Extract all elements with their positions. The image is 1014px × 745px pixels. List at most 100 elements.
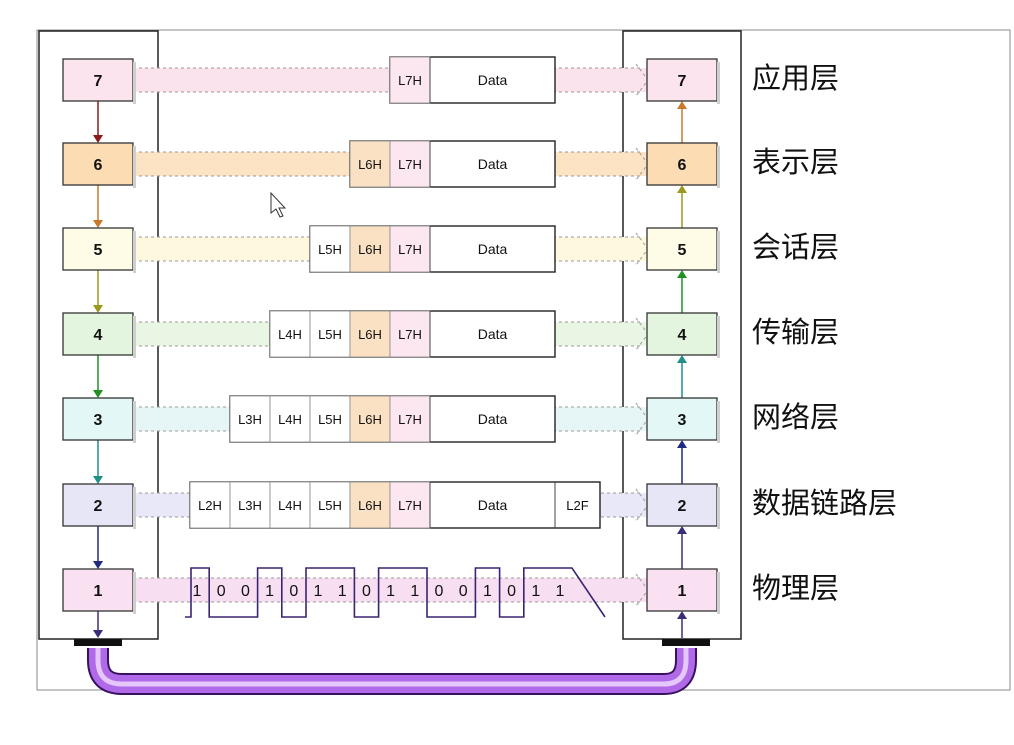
header-label: L6H — [358, 157, 382, 172]
right-layer-2-box — [646, 483, 718, 527]
header-cell-L5H — [309, 225, 351, 273]
header-cell-L7H — [389, 481, 431, 529]
left-layer-number: 5 — [94, 242, 103, 259]
bit-value: 1 — [265, 583, 274, 600]
mouse-cursor-icon — [270, 191, 287, 218]
header-cell-L4H — [269, 310, 311, 358]
header-label: L5H — [318, 498, 342, 513]
physical-cable — [74, 639, 710, 695]
bit-value: 1 — [338, 583, 347, 600]
bit-value: 0 — [362, 583, 371, 600]
box-shadow — [133, 572, 136, 614]
left-layer-5-box — [62, 227, 134, 271]
left-port — [74, 639, 122, 646]
left-layer-number: 4 — [94, 327, 103, 344]
right-layer-number: 2 — [678, 498, 687, 515]
box-shadow — [133, 146, 136, 188]
box-shadow — [133, 401, 136, 443]
bit-value: 1 — [531, 583, 540, 600]
header-cell-L7H — [389, 310, 431, 358]
right-layer-3-box — [646, 397, 718, 441]
header-label: L7H — [398, 327, 422, 342]
right-layer-5-box — [646, 227, 718, 271]
left-layer-4-box — [62, 312, 134, 356]
left-down-arrowhead — [93, 476, 103, 484]
layer-1-peer-band — [133, 578, 648, 602]
right-port — [662, 639, 710, 646]
header-label: L7H — [398, 498, 422, 513]
box-shadow — [717, 231, 720, 273]
header-label: L2H — [198, 498, 222, 513]
right-up-arrowhead — [677, 355, 687, 363]
layer-5-pdu: L5H L6H L7H Data — [309, 225, 556, 273]
right-up-arrowhead — [677, 270, 687, 278]
box-shadow — [717, 487, 720, 529]
bit-value: 0 — [507, 583, 516, 600]
box-shadow — [717, 62, 720, 104]
header-label: L5H — [318, 242, 342, 257]
bit-value: 1 — [314, 583, 323, 600]
right-up-arrowhead — [677, 526, 687, 534]
bit-value: 0 — [459, 583, 468, 600]
box-shadow — [133, 62, 136, 104]
bit-value: 1 — [410, 583, 419, 600]
header-label: L5H — [318, 412, 342, 427]
right-layer-6-box — [646, 142, 718, 186]
left-down-arrowhead — [93, 135, 103, 143]
data-label: Data — [478, 411, 508, 427]
signal-waveform — [185, 567, 606, 618]
header-label: L6H — [358, 498, 382, 513]
header-cell-L3H — [229, 481, 271, 529]
layer-6-pdu: L6H L7H Data — [349, 140, 556, 188]
box-shadow — [717, 146, 720, 188]
box-shadow — [133, 231, 136, 273]
trailer-label: L2F — [566, 498, 588, 513]
left-layer-1-box — [62, 568, 134, 612]
data-label: Data — [478, 72, 508, 88]
right-layer-number: 4 — [678, 327, 687, 344]
header-label: L7H — [398, 242, 422, 257]
right-layer-number: 1 — [678, 583, 687, 600]
header-cell-L7H — [389, 395, 431, 443]
bit-value: 1 — [556, 583, 565, 600]
left-down-arrowhead — [93, 220, 103, 228]
header-label: L7H — [398, 157, 422, 172]
header-cell-L7H — [389, 225, 431, 273]
bit-value: 0 — [217, 583, 226, 600]
right-up-arrowhead — [677, 185, 687, 193]
left-layer-number: 6 — [94, 157, 103, 174]
box-shadow — [133, 487, 136, 529]
left-layer-number: 3 — [94, 412, 103, 429]
header-cell-L6H — [349, 310, 391, 358]
header-cell-L5H — [309, 395, 351, 443]
data-label: Data — [478, 497, 508, 513]
box-shadow — [717, 316, 720, 358]
right-layer-4-box — [646, 312, 718, 356]
header-label: L4H — [278, 327, 302, 342]
box-shadow — [717, 572, 720, 614]
header-label: L5H — [318, 327, 342, 342]
right-layer-number: 5 — [678, 242, 687, 259]
right-up-arrowhead — [677, 101, 687, 109]
box-shadow — [133, 316, 136, 358]
bit-value: 0 — [435, 583, 444, 600]
bit-value: 0 — [289, 583, 298, 600]
bit-value: 1 — [193, 583, 202, 600]
data-label: Data — [478, 241, 508, 257]
data-label: Data — [478, 156, 508, 172]
header-label: L6H — [358, 412, 382, 427]
header-cell-L6H — [349, 481, 391, 529]
header-label: L3H — [238, 498, 262, 513]
header-label: L6H — [358, 242, 382, 257]
right-layer-number: 3 — [678, 412, 687, 429]
header-cell-L5H — [309, 310, 351, 358]
right-layer-7-box — [646, 58, 718, 102]
header-cell-L7H — [389, 140, 431, 188]
header-label: L7H — [398, 73, 422, 88]
header-cell-L7H — [389, 56, 431, 104]
left-layer-number: 2 — [94, 498, 103, 515]
right-up-arrowhead — [677, 440, 687, 448]
